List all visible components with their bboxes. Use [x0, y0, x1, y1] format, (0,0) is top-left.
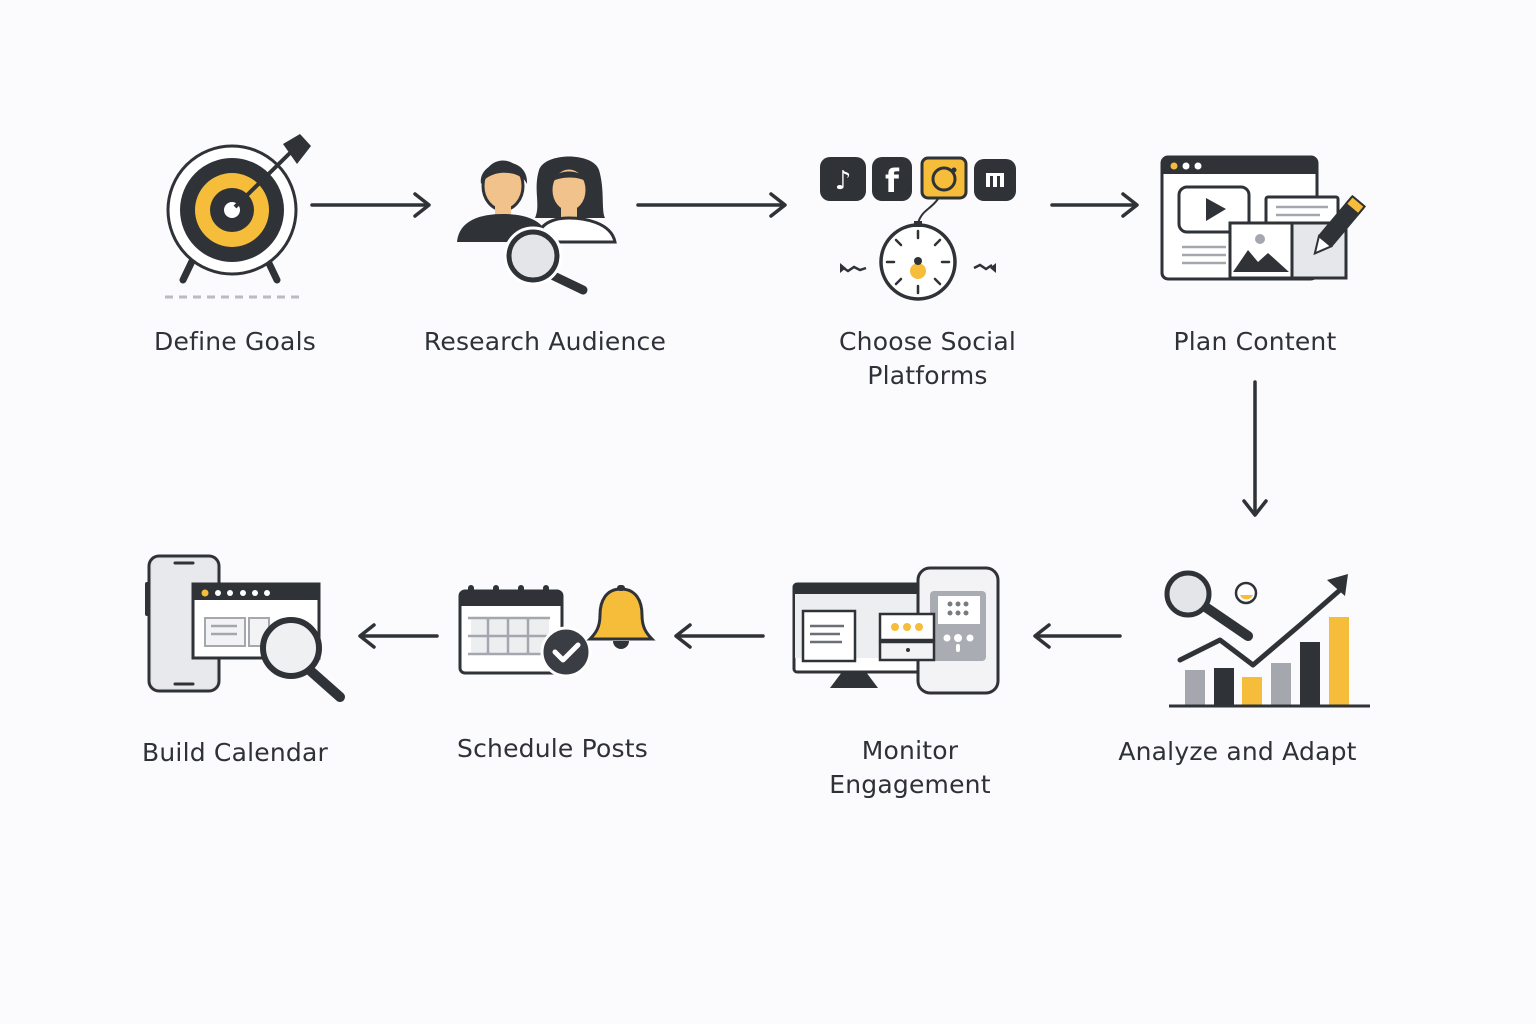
- step-label: Research Audience: [423, 327, 667, 356]
- arrow-down: [1242, 380, 1269, 520]
- calendar-bell-icon: [458, 585, 656, 680]
- step-label: Plan Content: [1173, 327, 1337, 356]
- monitor-devices-icon: [792, 566, 1002, 696]
- arrow-right: [310, 192, 434, 219]
- step-label: Choose Social Platforms: [839, 327, 1016, 390]
- arrow-left: [673, 623, 767, 650]
- step-label: Build Calendar: [142, 738, 328, 767]
- analytics-chart-icon: [1160, 570, 1375, 710]
- arrow-left: [357, 623, 441, 650]
- tiktok-icon: ♪: [835, 166, 852, 196]
- social-platforms-icon: ♪ f: [818, 155, 1018, 305]
- instagram-icon: [931, 166, 957, 192]
- step-label: Define Goals: [154, 327, 316, 356]
- step-label: Analyze and Adapt: [1118, 737, 1357, 766]
- arrow-left: [1032, 623, 1124, 650]
- target-icon: [165, 130, 315, 305]
- arrow-right: [1050, 192, 1142, 219]
- arrow-right: [636, 192, 790, 219]
- audience-search-icon: [455, 150, 617, 300]
- step-label: Schedule Posts: [457, 734, 648, 763]
- content-plan-icon: [1160, 155, 1375, 285]
- calendar-search-icon: [145, 554, 350, 709]
- facebook-icon: f: [885, 162, 900, 200]
- step-label: Monitor Engagement: [829, 736, 991, 799]
